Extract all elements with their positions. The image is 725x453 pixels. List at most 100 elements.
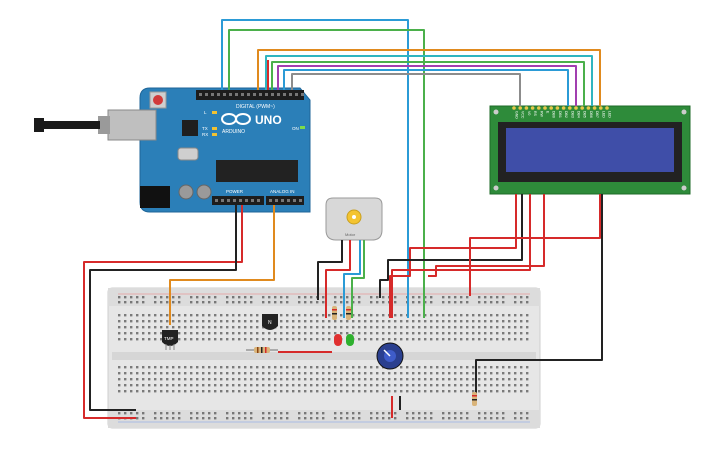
breadboard-hole[interactable] xyxy=(238,332,241,335)
breadboard-hole[interactable] xyxy=(418,378,421,381)
breadboard-hole[interactable] xyxy=(352,390,355,393)
breadboard-hole[interactable] xyxy=(232,301,235,304)
breadboard-hole[interactable] xyxy=(520,301,523,304)
breadboard-hole[interactable] xyxy=(460,390,463,393)
breadboard-hole[interactable] xyxy=(382,372,385,375)
breadboard-hole[interactable] xyxy=(388,378,391,381)
breadboard-hole[interactable] xyxy=(274,378,277,381)
breadboard-hole[interactable] xyxy=(526,372,529,375)
breadboard-hole[interactable] xyxy=(454,390,457,393)
breadboard-hole[interactable] xyxy=(328,314,331,317)
breadboard-hole[interactable] xyxy=(160,301,163,304)
breadboard-hole[interactable] xyxy=(436,366,439,369)
breadboard-hole[interactable] xyxy=(346,372,349,375)
breadboard-hole[interactable] xyxy=(484,417,487,420)
breadboard-hole[interactable] xyxy=(316,366,319,369)
breadboard-hole[interactable] xyxy=(370,384,373,387)
breadboard-hole[interactable] xyxy=(442,338,445,341)
breadboard-hole[interactable] xyxy=(436,384,439,387)
breadboard-hole[interactable] xyxy=(298,314,301,317)
breadboard-hole[interactable] xyxy=(490,332,493,335)
breadboard-hole[interactable] xyxy=(220,320,223,323)
breadboard-hole[interactable] xyxy=(142,314,145,317)
lcd-pin[interactable] xyxy=(586,106,591,110)
breadboard-hole[interactable] xyxy=(328,390,331,393)
breadboard-hole[interactable] xyxy=(526,390,529,393)
breadboard-hole[interactable] xyxy=(394,332,397,335)
breadboard-hole[interactable] xyxy=(424,384,427,387)
breadboard-hole[interactable] xyxy=(310,384,313,387)
breadboard-hole[interactable] xyxy=(382,417,385,420)
breadboard-hole[interactable] xyxy=(310,390,313,393)
breadboard-hole[interactable] xyxy=(388,390,391,393)
breadboard-hole[interactable] xyxy=(118,332,121,335)
breadboard-hole[interactable] xyxy=(526,378,529,381)
breadboard-hole[interactable] xyxy=(292,332,295,335)
breadboard-hole[interactable] xyxy=(220,332,223,335)
breadboard-hole[interactable] xyxy=(250,314,253,317)
breadboard-hole[interactable] xyxy=(310,332,313,335)
breadboard-hole[interactable] xyxy=(472,338,475,341)
breadboard-hole[interactable] xyxy=(292,338,295,341)
breadboard-hole[interactable] xyxy=(130,326,133,329)
breadboard-hole[interactable] xyxy=(226,296,229,299)
breadboard-hole[interactable] xyxy=(406,417,409,420)
breadboard-hole[interactable] xyxy=(496,314,499,317)
breadboard-hole[interactable] xyxy=(400,338,403,341)
breadboard-hole[interactable] xyxy=(118,338,121,341)
breadboard-hole[interactable] xyxy=(208,326,211,329)
digital-pin[interactable] xyxy=(217,93,220,96)
breadboard-hole[interactable] xyxy=(322,384,325,387)
breadboard-hole[interactable] xyxy=(130,372,133,375)
breadboard-hole[interactable] xyxy=(412,390,415,393)
breadboard-hole[interactable] xyxy=(364,366,367,369)
breadboard-hole[interactable] xyxy=(460,366,463,369)
breadboard-hole[interactable] xyxy=(502,296,505,299)
breadboard-hole[interactable] xyxy=(226,412,229,415)
breadboard-hole[interactable] xyxy=(442,320,445,323)
breadboard-hole[interactable] xyxy=(466,320,469,323)
breadboard-hole[interactable] xyxy=(358,320,361,323)
breadboard-hole[interactable] xyxy=(298,326,301,329)
breadboard-hole[interactable] xyxy=(196,366,199,369)
breadboard-hole[interactable] xyxy=(154,384,157,387)
breadboard-hole[interactable] xyxy=(436,332,439,335)
power-pin[interactable] xyxy=(215,199,218,202)
breadboard-hole[interactable] xyxy=(184,390,187,393)
breadboard-hole[interactable] xyxy=(214,338,217,341)
breadboard-hole[interactable] xyxy=(124,372,127,375)
breadboard-hole[interactable] xyxy=(370,320,373,323)
arduino-uno[interactable]: UNO ARDUINO DIGITAL (PWM~) ANALOG IN POW… xyxy=(34,87,311,213)
breadboard-hole[interactable] xyxy=(418,296,421,299)
breadboard-hole[interactable] xyxy=(448,412,451,415)
analog-pin[interactable] xyxy=(275,199,278,202)
breadboard-hole[interactable] xyxy=(316,338,319,341)
breadboard-hole[interactable] xyxy=(322,412,325,415)
breadboard-hole[interactable] xyxy=(196,412,199,415)
digital-pin[interactable] xyxy=(277,93,280,96)
breadboard-hole[interactable] xyxy=(346,390,349,393)
breadboard-hole[interactable] xyxy=(394,412,397,415)
lcd-pin[interactable] xyxy=(524,106,529,110)
breadboard-hole[interactable] xyxy=(184,332,187,335)
breadboard-hole[interactable] xyxy=(124,366,127,369)
breadboard-hole[interactable] xyxy=(304,366,307,369)
breadboard-hole[interactable] xyxy=(526,366,529,369)
breadboard-hole[interactable] xyxy=(178,332,181,335)
breadboard-hole[interactable] xyxy=(304,384,307,387)
breadboard-hole[interactable] xyxy=(322,296,325,299)
breadboard-hole[interactable] xyxy=(520,378,523,381)
breadboard-hole[interactable] xyxy=(490,296,493,299)
breadboard-hole[interactable] xyxy=(172,296,175,299)
breadboard-hole[interactable] xyxy=(346,301,349,304)
breadboard-hole[interactable] xyxy=(472,320,475,323)
breadboard-hole[interactable] xyxy=(250,372,253,375)
breadboard-hole[interactable] xyxy=(118,412,121,415)
breadboard-hole[interactable] xyxy=(292,366,295,369)
breadboard-hole[interactable] xyxy=(262,332,265,335)
breadboard-hole[interactable] xyxy=(280,301,283,304)
breadboard-hole[interactable] xyxy=(244,412,247,415)
breadboard-hole[interactable] xyxy=(286,390,289,393)
breadboard-hole[interactable] xyxy=(292,390,295,393)
